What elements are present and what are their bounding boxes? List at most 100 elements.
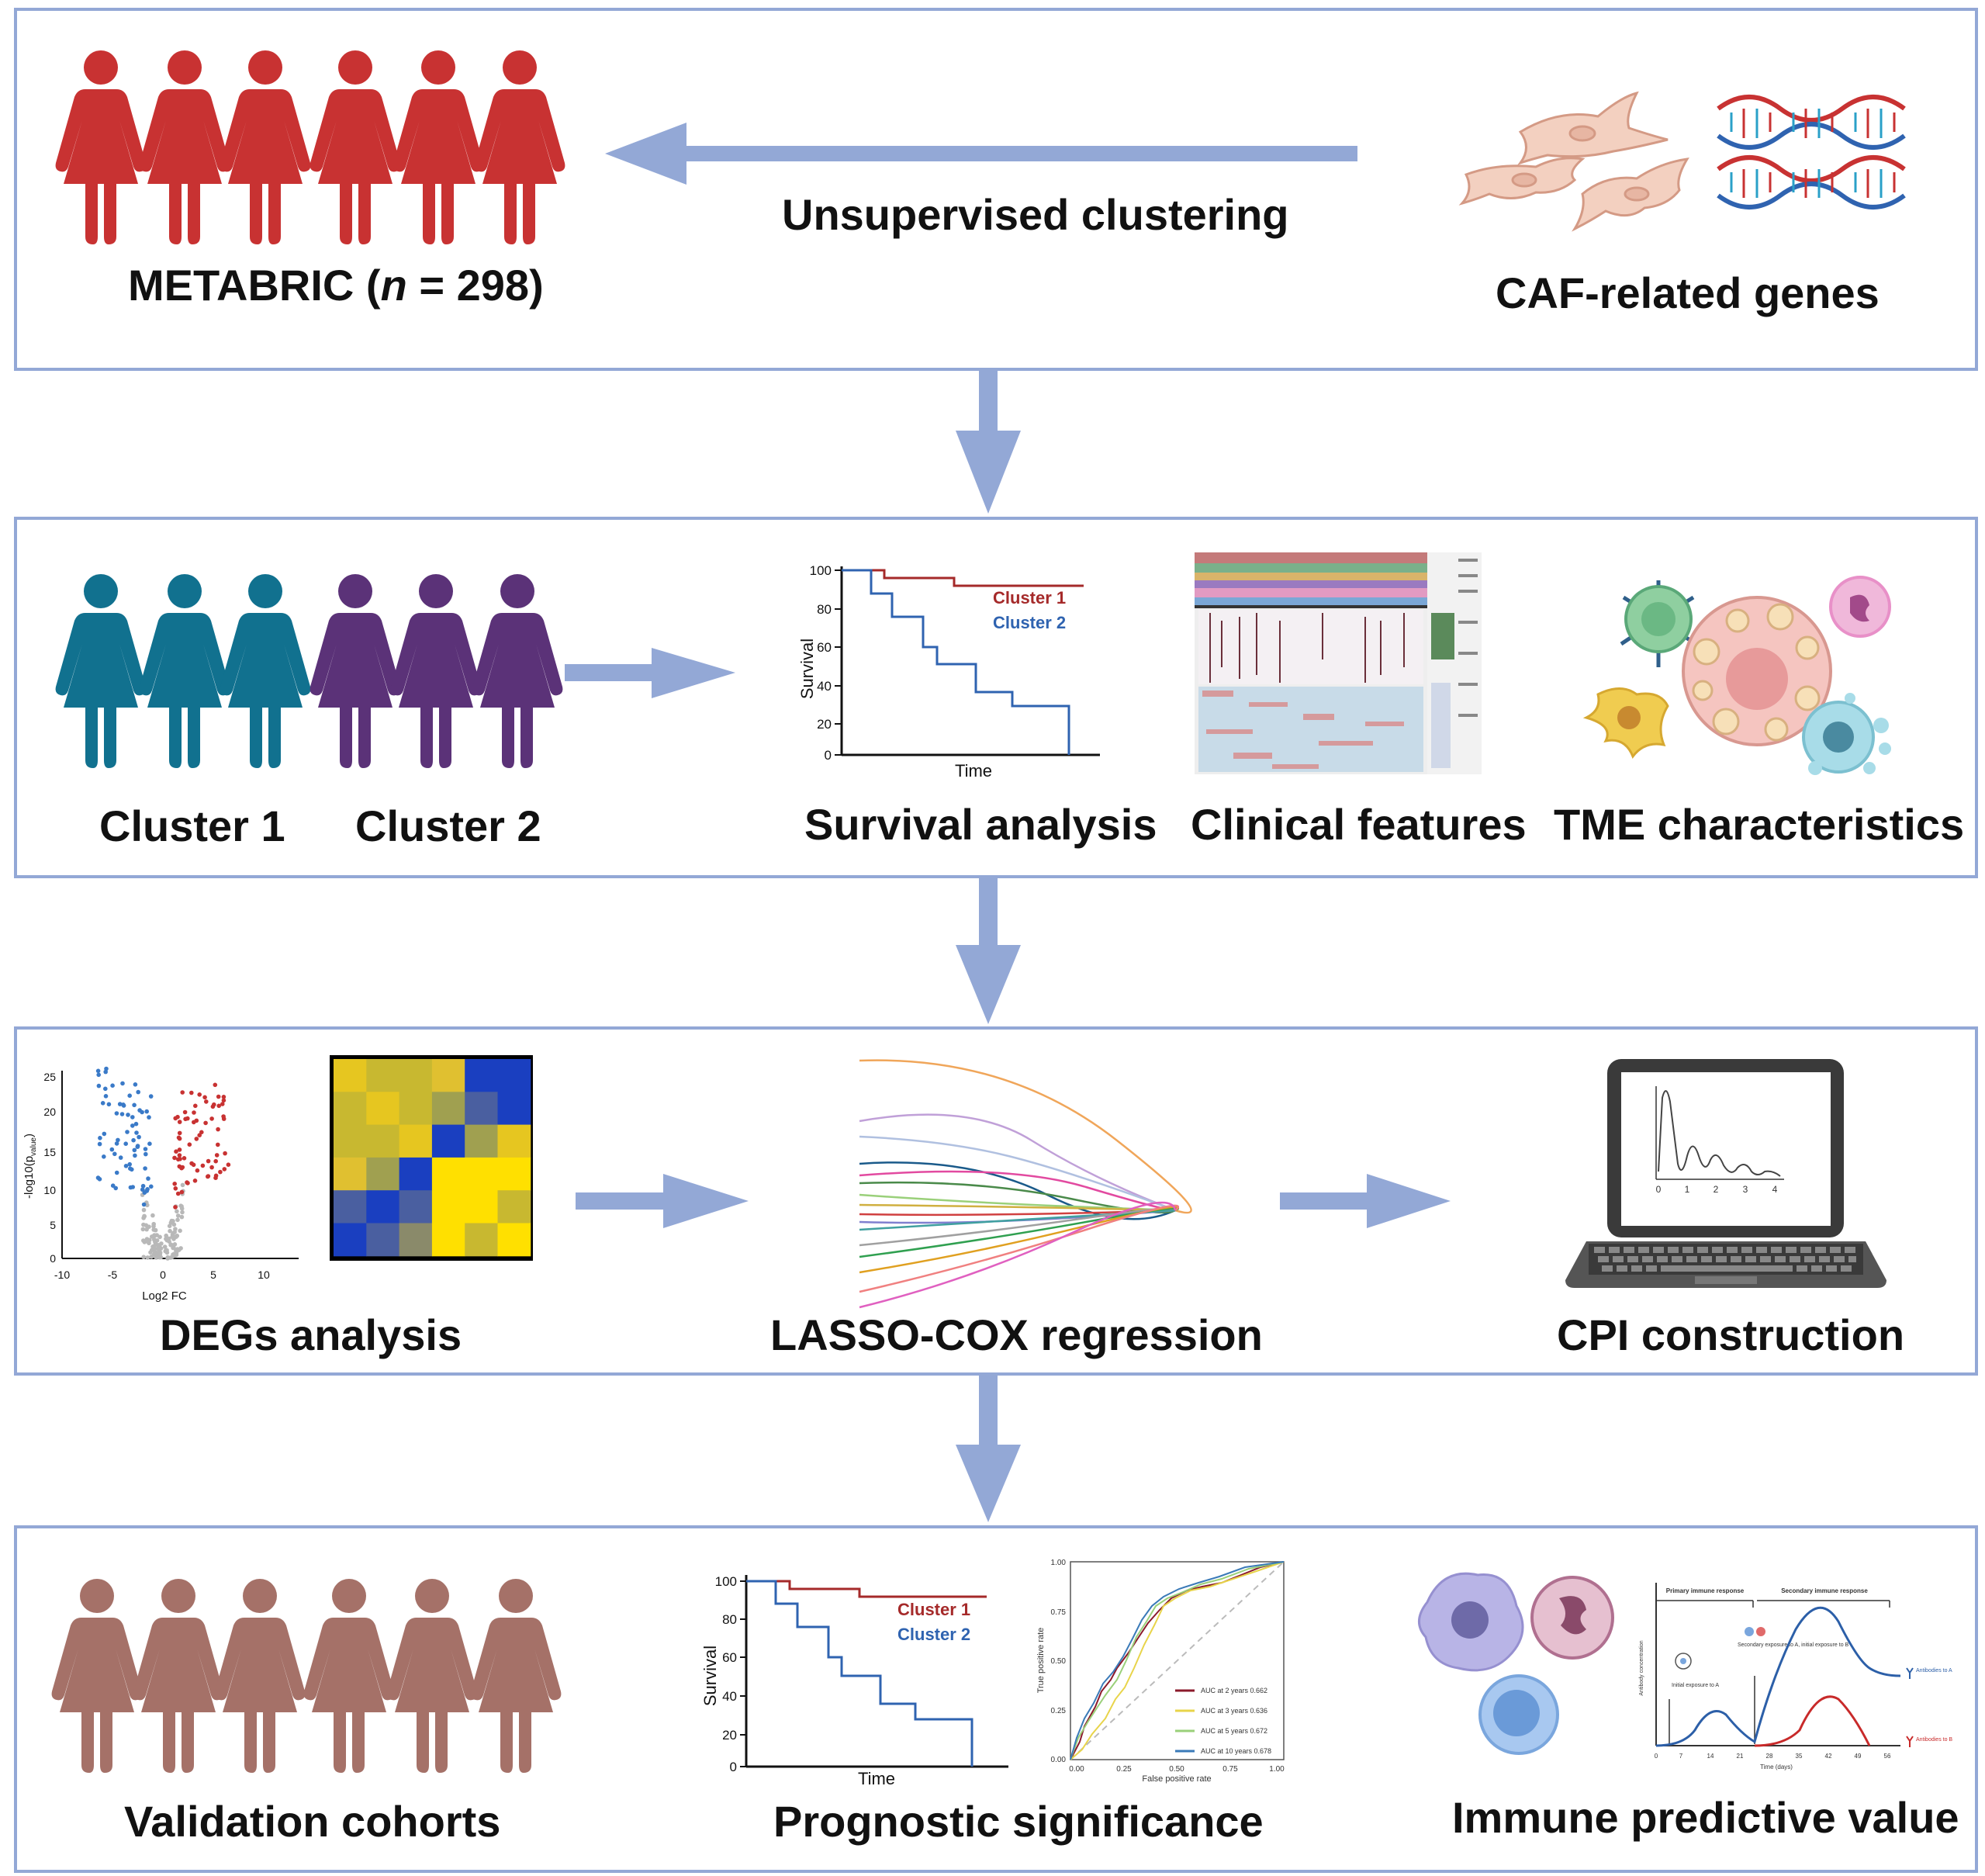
km2-legend-cluster1: Cluster 1 [897, 1600, 970, 1619]
volcano-ylabel-sub: value [29, 1137, 38, 1156]
volcano-ylabel-end: ) [22, 1134, 36, 1137]
heatmap-cell [465, 1092, 498, 1126]
volcano-point [221, 1114, 226, 1119]
volcano-point [173, 1186, 178, 1191]
heatmap-cell [366, 1190, 400, 1224]
volcano-point [212, 1102, 216, 1107]
volcano-point [154, 1251, 160, 1257]
laptop-xtick-0: 0 [1656, 1184, 1662, 1195]
volcano-point [146, 1176, 150, 1181]
roc-ytick-25: 0.25 [1051, 1707, 1067, 1715]
heatmap-cell [497, 1092, 531, 1126]
heatmap-cell [334, 1190, 367, 1224]
volcano-point [114, 1170, 119, 1175]
km1-ytick-20: 20 [817, 717, 832, 732]
volcano-point [151, 1252, 157, 1258]
heatmap-cell [366, 1059, 400, 1092]
heatmap-cell [497, 1223, 531, 1257]
ab-xlabel: Time (days) [1760, 1764, 1793, 1770]
roc-ytick-0: 0.00 [1051, 1756, 1067, 1764]
volcano-point [197, 1092, 202, 1097]
volcano-point [213, 1082, 218, 1088]
heatmap-cell [399, 1092, 433, 1126]
volcano-point [151, 1244, 157, 1249]
arrow-down-3 [956, 1376, 1021, 1522]
laptop-xtick-2: 2 [1714, 1184, 1719, 1195]
volcano-point [150, 1234, 154, 1239]
heatmap-cell [334, 1092, 367, 1126]
volcano-xtick-10: 10 [258, 1269, 270, 1281]
volcano-point [95, 1175, 101, 1180]
km2-ytick-20: 20 [722, 1728, 737, 1743]
volcano-point [178, 1203, 183, 1208]
volcano-point [141, 1207, 147, 1213]
volcano-point [175, 1209, 179, 1214]
metabric-label: METABRIC (n = 298) [128, 261, 544, 310]
roc-legend-10y: AUC at 10 years 0.678 [1201, 1747, 1271, 1755]
ab-a-label: Antibodies to A [1916, 1668, 1952, 1674]
volcano-point [120, 1081, 125, 1086]
ab-xtick-28: 28 [1766, 1753, 1773, 1760]
ab-xtick-14: 14 [1707, 1753, 1714, 1760]
fibroblast-icon [1458, 91, 1689, 232]
caf-genes-label: CAF-related genes [1496, 268, 1880, 317]
volcano-point [141, 1222, 146, 1227]
volcano-point [178, 1246, 183, 1251]
volcano-point [202, 1095, 207, 1100]
volcano-point [102, 1131, 107, 1137]
volcano-point [134, 1130, 139, 1135]
volcano-point [143, 1147, 148, 1151]
laptop-icon: 0 1 2 3 4 [1565, 1059, 1886, 1288]
volcano-point [154, 1233, 159, 1237]
volcano-point [216, 1103, 222, 1109]
tme-characteristics-label: TME characteristics [1554, 800, 1965, 849]
volcano-point [216, 1142, 220, 1147]
roc-xtick-100: 1.00 [1269, 1765, 1285, 1774]
volcano-point [216, 1127, 220, 1132]
volcano-point [175, 1114, 180, 1120]
roc-xtick-25: 0.25 [1116, 1765, 1132, 1774]
heatmap-cell [465, 1124, 498, 1158]
km1-ytick-0: 0 [825, 748, 832, 763]
km-plot-2: 0 20 40 60 80 100 Survival Time Cluster … [700, 1574, 1008, 1788]
volcano-point [182, 1109, 188, 1115]
volcano-point [216, 1094, 221, 1099]
roc-legend-3y: AUC at 3 years 0.636 [1201, 1707, 1267, 1715]
volcano-point [106, 1102, 112, 1107]
volcano-point [189, 1090, 194, 1095]
dna-icon [1717, 95, 1906, 209]
roc-xlabel: False positive rate [1142, 1774, 1211, 1784]
volcano-point [209, 1165, 214, 1170]
volcano-point [96, 1083, 102, 1089]
volcano-point [133, 1082, 138, 1087]
roc-ytick-100: 1.00 [1051, 1559, 1067, 1567]
volcano-point [180, 1090, 185, 1095]
volcano-point [157, 1246, 162, 1251]
km2-ytick-0: 0 [730, 1760, 737, 1774]
volcano-point [176, 1157, 181, 1162]
volcano-point [177, 1153, 182, 1158]
volcano-point [153, 1227, 158, 1233]
laptop-xtick-4: 4 [1772, 1184, 1778, 1195]
volcano-plot: 0 5 10 15 20 25 -10 -5 0 5 10 Log2 FC -l… [22, 1066, 299, 1303]
volcano-point [116, 1137, 120, 1143]
ab-xtick-49: 49 [1855, 1753, 1862, 1760]
volcano-point [162, 1244, 168, 1249]
heatmap-cell [366, 1124, 400, 1158]
volcano-point [175, 1217, 180, 1223]
volcano-point [209, 1116, 214, 1121]
volcano-point [168, 1228, 172, 1234]
volcano-point [96, 1072, 101, 1078]
volcano-point [141, 1255, 146, 1259]
volcano-point [179, 1165, 184, 1171]
heatmap-cell [465, 1223, 498, 1257]
volcano-point [185, 1116, 190, 1121]
volcano-point [173, 1205, 178, 1210]
roc-xtick-0: 0.00 [1069, 1765, 1084, 1774]
heatmap-cell [366, 1157, 400, 1191]
ab-b-label: Antibodies to B [1916, 1737, 1952, 1743]
roc-legend-2y: AUC at 2 years 0.662 [1201, 1687, 1267, 1694]
volcano-point [112, 1151, 117, 1157]
volcano-point [218, 1169, 223, 1175]
